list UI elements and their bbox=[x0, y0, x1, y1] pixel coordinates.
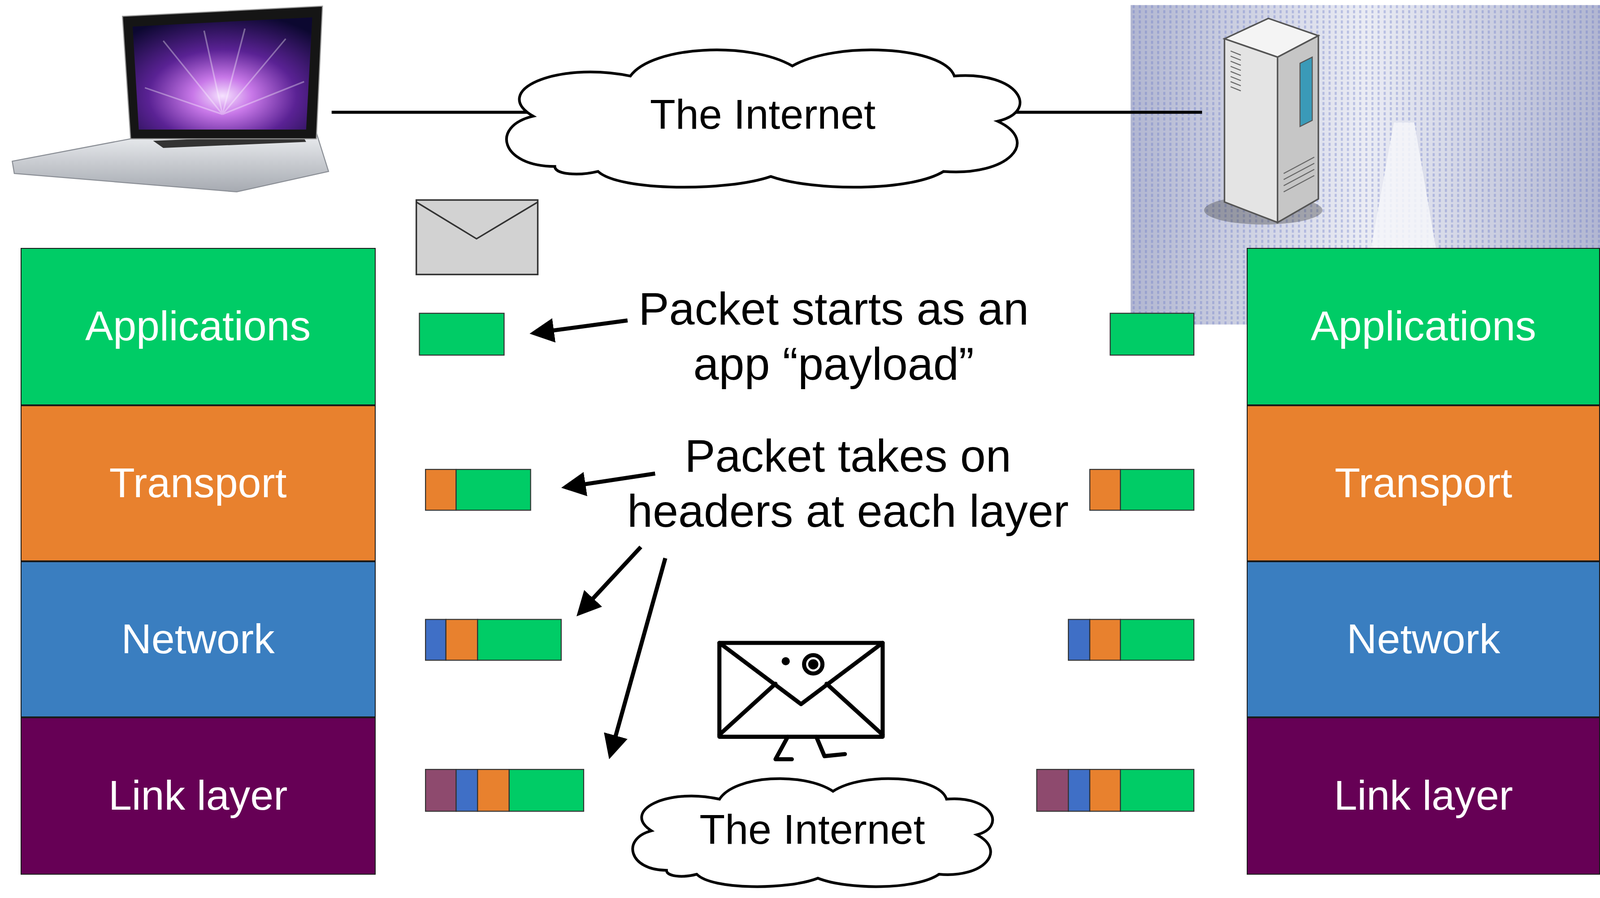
server-tower bbox=[1230, 51, 1315, 192]
network-wire bbox=[331, 110, 531, 114]
server-tower bbox=[1230, 86, 1241, 91]
server-tower bbox=[1230, 66, 1241, 71]
annotation-box: Packet takes on headers at each layer bbox=[612, 428, 1084, 539]
walking-envelope bbox=[775, 736, 792, 759]
laptop bbox=[222, 38, 286, 114]
walking-envelope bbox=[826, 683, 883, 735]
server-tower bbox=[1283, 175, 1314, 192]
packet-bars bbox=[419, 313, 505, 356]
server-tower bbox=[1204, 18, 1323, 225]
walking-envelope bbox=[719, 642, 883, 705]
server-tower bbox=[1230, 61, 1241, 66]
layer-name: The Internet bbox=[699, 804, 925, 855]
server-tower bbox=[1230, 81, 1241, 86]
layer-band: Link layer bbox=[1246, 717, 1600, 875]
packet-bars bbox=[1068, 619, 1090, 661]
envelope-icon bbox=[416, 199, 538, 275]
layer-band: Transport bbox=[20, 405, 376, 562]
layer-name: The Internet bbox=[650, 89, 876, 140]
server-tower bbox=[1230, 76, 1241, 81]
leader-arrow bbox=[569, 473, 655, 487]
server-tower bbox=[1300, 56, 1313, 127]
walking-envelope bbox=[719, 683, 776, 735]
layer-name: Network bbox=[121, 614, 275, 665]
server-tower bbox=[1277, 35, 1319, 223]
laptop bbox=[222, 81, 304, 115]
layer-name: Applications bbox=[85, 301, 311, 352]
packet-bars bbox=[1068, 769, 1090, 811]
packet-bars bbox=[1120, 469, 1194, 511]
server-tower bbox=[1230, 71, 1241, 76]
packet-bars bbox=[425, 619, 447, 661]
leader-arrow bbox=[611, 558, 666, 752]
packet-bars bbox=[446, 619, 478, 661]
laptop bbox=[203, 30, 223, 115]
leader-arrow bbox=[581, 546, 641, 611]
walking-envelope bbox=[719, 642, 883, 737]
layer-band: Applications bbox=[1246, 247, 1600, 406]
layer-name: Link layer bbox=[1334, 770, 1514, 821]
packet-bars bbox=[455, 469, 531, 511]
envelope-icon bbox=[416, 199, 538, 275]
layer-name: Network bbox=[1346, 614, 1501, 665]
laptop bbox=[132, 17, 313, 130]
leader-arrow bbox=[537, 320, 628, 333]
cloud-outline bbox=[506, 49, 1020, 187]
layer-band: Network bbox=[20, 561, 376, 718]
layer-band: Transport bbox=[1246, 405, 1600, 562]
packet-bars bbox=[1089, 769, 1121, 811]
layer-name: Transport bbox=[1334, 458, 1513, 509]
packet-bars bbox=[1036, 769, 1069, 811]
layer-band: Link layer bbox=[20, 717, 376, 875]
laptop bbox=[163, 40, 223, 115]
layer-name: Applications bbox=[1310, 301, 1537, 352]
laptop bbox=[12, 6, 329, 192]
packet-bars bbox=[1120, 769, 1194, 811]
layer-name: Transport bbox=[109, 458, 287, 509]
packet-bars bbox=[1110, 313, 1194, 356]
laptop bbox=[12, 132, 329, 192]
laptop bbox=[122, 6, 323, 139]
packet-bars bbox=[477, 619, 562, 661]
walking-envelope bbox=[816, 736, 846, 756]
walking-envelope bbox=[719, 642, 883, 759]
layer-name: Link layer bbox=[108, 770, 288, 821]
laptop bbox=[144, 28, 304, 115]
packet-bars bbox=[455, 769, 478, 811]
layer-band: Network bbox=[1246, 561, 1600, 718]
packet-bars bbox=[425, 469, 456, 511]
laptop bbox=[144, 87, 223, 115]
cloud-outline bbox=[632, 778, 993, 887]
network-wire bbox=[1000, 110, 1203, 114]
packet-bars bbox=[425, 769, 456, 811]
walking-envelope bbox=[810, 661, 817, 668]
annotation-box: Packet starts as an app “payload” bbox=[623, 281, 1045, 392]
envelope-icon bbox=[416, 202, 538, 239]
layer-band: Applications bbox=[20, 247, 376, 406]
internet-cloud: The Internet bbox=[484, 35, 1041, 195]
server-tower bbox=[1224, 38, 1278, 223]
packet-bars bbox=[1089, 469, 1121, 511]
packet-bars bbox=[1089, 619, 1121, 661]
annotation-text: Packet takes on headers at each layer bbox=[612, 428, 1084, 539]
packet-bars bbox=[1120, 619, 1194, 661]
packet-bars bbox=[477, 769, 510, 811]
server-tower bbox=[1230, 51, 1241, 56]
server-tower bbox=[1230, 56, 1241, 61]
internet-cloud: The Internet bbox=[617, 767, 1007, 893]
annotation-text: Packet starts as an app “payload” bbox=[623, 281, 1045, 392]
packet-bars bbox=[509, 769, 584, 811]
walking-envelope bbox=[804, 654, 823, 674]
walking-envelope bbox=[783, 659, 788, 664]
